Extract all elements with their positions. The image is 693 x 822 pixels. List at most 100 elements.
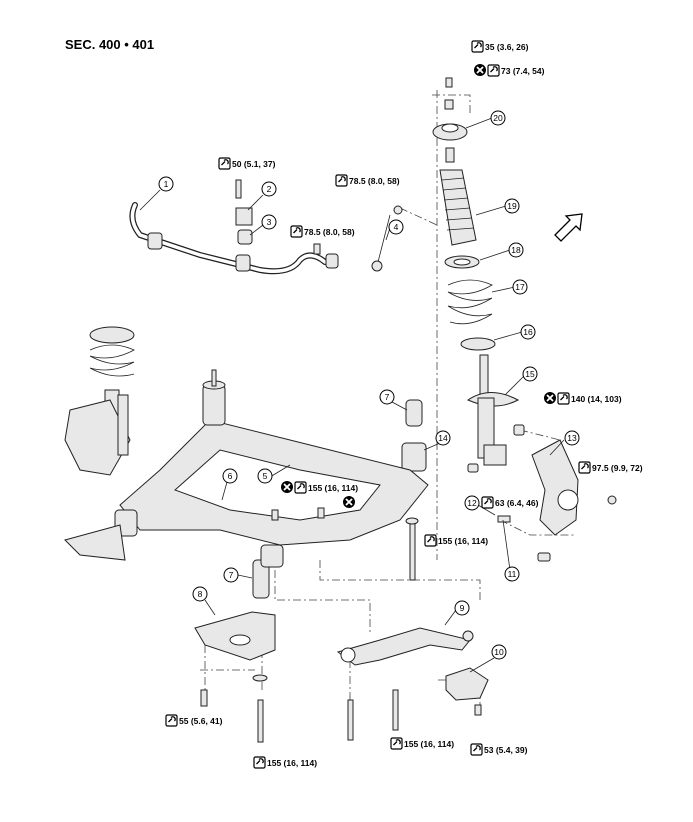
torque-35: 35 (3.6, 26) — [471, 40, 529, 53]
torque-wrench-icon — [424, 534, 437, 547]
torque-wrench-icon — [165, 714, 178, 727]
svg-text:4: 4 — [394, 222, 399, 232]
bound-bumpers — [252, 399, 427, 599]
torque-wrench-icon — [557, 392, 570, 405]
strut-assembly — [432, 77, 525, 473]
callout-numbers: 1 2 3 4 6 5 7 7 8 9 10 11 12 13 14 15 16… — [158, 110, 580, 660]
callout-9: 9 — [454, 600, 470, 616]
do-not-reuse-icon — [543, 391, 557, 405]
svg-text:155 (16, 114): 155 (16, 114) — [404, 739, 454, 749]
torque-50: 50 (5.1, 37) — [218, 157, 276, 170]
svg-text:13: 13 — [567, 433, 577, 443]
callout-6: 6 — [222, 468, 238, 484]
callout-5: 5 — [257, 468, 273, 484]
torque-78-5-rod-upper: 78.5 (8.0, 58) — [335, 174, 400, 187]
svg-text:155 (16, 114): 155 (16, 114) — [308, 483, 358, 493]
callout-19: 19 — [504, 198, 520, 214]
svg-text:19: 19 — [507, 201, 517, 211]
svg-text:16: 16 — [523, 327, 533, 337]
do-not-reuse-icon — [280, 480, 294, 494]
svg-text:9: 9 — [460, 603, 465, 613]
svg-text:50 (5.1, 37): 50 (5.1, 37) — [232, 159, 276, 169]
stabilizer-clamp — [235, 179, 253, 245]
svg-text:35 (3.6, 26): 35 (3.6, 26) — [485, 42, 529, 52]
svg-text:5: 5 — [263, 471, 268, 481]
torque-155-right: 155 (16, 114) — [424, 534, 488, 547]
torque-wrench-icon — [253, 756, 266, 769]
callout-15: 15 — [522, 366, 538, 382]
transverse-link-bushing — [445, 667, 489, 716]
svg-text:55 (5.6, 41): 55 (5.6, 41) — [179, 716, 223, 726]
torque-wrench-icon — [335, 174, 348, 187]
svg-text:14: 14 — [438, 433, 448, 443]
torque-wrench-icon — [294, 481, 307, 494]
callout-7-lower: 7 — [223, 567, 239, 583]
svg-text:18: 18 — [511, 245, 521, 255]
torque-wrench-icon — [290, 225, 303, 238]
callout-13: 13 — [564, 430, 580, 446]
callout-10: 10 — [491, 644, 507, 660]
svg-text:7: 7 — [229, 570, 234, 580]
torque-55: 55 (5.6, 41) — [165, 714, 223, 727]
torque-73: 73 (7.4, 54) — [473, 63, 545, 77]
svg-text:17: 17 — [515, 282, 525, 292]
callout-17: 17 — [512, 279, 528, 295]
torque-wrench-icon — [471, 40, 484, 53]
torque-53: 53 (5.4, 39) — [470, 743, 528, 756]
callout-2: 2 — [261, 181, 277, 197]
torque-140: 140 (14, 103) — [543, 391, 622, 405]
svg-text:10: 10 — [494, 647, 504, 657]
callout-4: 4 — [388, 219, 404, 235]
svg-text:15: 15 — [525, 369, 535, 379]
torque-wrench-icon — [481, 496, 494, 509]
callout-20: 20 — [490, 110, 506, 126]
svg-text:1: 1 — [164, 179, 169, 189]
stabilizer-bar — [129, 202, 339, 275]
callout-16: 16 — [520, 324, 536, 340]
callout-18: 18 — [508, 242, 524, 258]
assembled-strut-reference — [64, 326, 135, 476]
svg-text:8: 8 — [198, 589, 203, 599]
torque-wrench-icon — [470, 743, 483, 756]
svg-text:3: 3 — [267, 217, 272, 227]
do-not-reuse-icon — [473, 63, 487, 77]
transverse-link — [336, 517, 474, 741]
callout-14: 14 — [435, 430, 451, 446]
do-not-reuse-mark — [342, 495, 356, 509]
torque-wrench-icon — [578, 461, 591, 474]
do-not-reuse-icon — [342, 495, 356, 509]
callout-11: 11 — [504, 566, 520, 582]
svg-text:97.5 (9.9, 72): 97.5 (9.9, 72) — [592, 463, 643, 473]
torque-labels: 35 (3.6, 26) 73 (7.4, 54) 50 (5.1, 37) 7… — [165, 40, 643, 769]
svg-text:53 (5.4, 39): 53 (5.4, 39) — [484, 745, 528, 755]
torque-78-5-rod-lower: 78.5 (8.0, 58) — [290, 225, 355, 238]
torque-155-bottom: 155 (16, 114) — [253, 756, 317, 769]
torque-63: 63 (6.4, 46) — [481, 496, 539, 509]
svg-text:63 (6.4, 46): 63 (6.4, 46) — [495, 498, 539, 508]
svg-text:2: 2 — [267, 184, 272, 194]
callout-3: 3 — [261, 214, 277, 230]
callout-8: 8 — [192, 586, 208, 602]
suspension-member — [64, 369, 429, 568]
callout-12: 12 — [464, 495, 480, 511]
svg-text:78.5 (8.0, 58): 78.5 (8.0, 58) — [349, 176, 400, 186]
torque-wrench-icon — [487, 64, 500, 77]
torque-155-member: 155 (16, 114) — [280, 480, 358, 494]
svg-text:155 (16, 114): 155 (16, 114) — [438, 536, 488, 546]
svg-text:155 (16, 114): 155 (16, 114) — [267, 758, 317, 768]
callout-7-upper: 7 — [379, 389, 395, 405]
front-arrow-icon — [554, 213, 583, 242]
engine-mount-plate — [194, 611, 276, 743]
callout-1: 1 — [158, 176, 174, 192]
svg-text:140 (14, 103): 140 (14, 103) — [571, 394, 622, 404]
svg-text:6: 6 — [228, 471, 233, 481]
stabilizer-connecting-rod — [313, 205, 403, 272]
torque-97-5: 97.5 (9.9, 72) — [578, 461, 643, 474]
steering-knuckle — [497, 439, 617, 562]
svg-text:11: 11 — [508, 569, 517, 579]
svg-text:12: 12 — [467, 498, 477, 508]
torque-wrench-icon — [218, 157, 231, 170]
torque-155-link: 155 (16, 114) — [390, 737, 454, 750]
svg-text:7: 7 — [385, 392, 390, 402]
